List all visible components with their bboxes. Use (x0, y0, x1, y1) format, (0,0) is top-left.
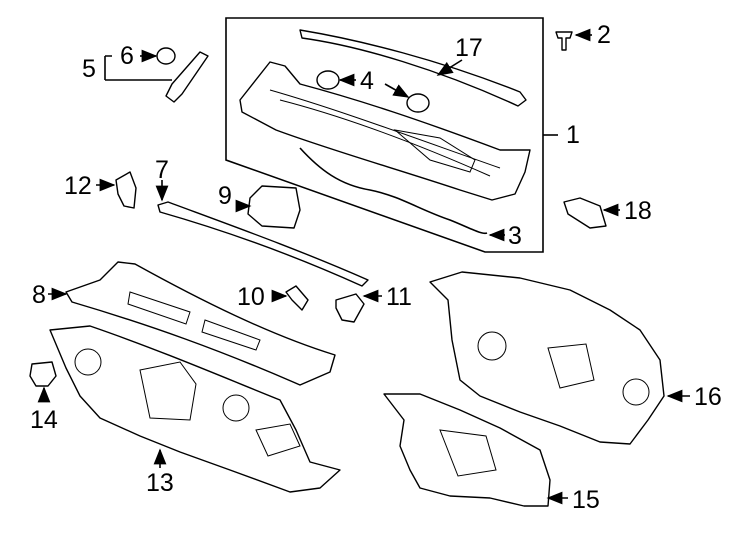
leader-4b (384, 83, 410, 98)
callout-16: 16 (694, 383, 722, 411)
callout-6: 6 (120, 42, 134, 70)
callout-2: 2 (597, 21, 611, 49)
cowl-assembly-inset-box (225, 17, 544, 253)
callout-11: 11 (386, 283, 412, 311)
dash-vent (255, 423, 301, 457)
part-dash-insulator (429, 271, 665, 445)
part-insulator-9 (247, 185, 301, 229)
part-bracket-18 (563, 197, 607, 229)
callout-3: 3 (508, 222, 522, 250)
leader-5 (104, 55, 172, 81)
inner-cutout (439, 429, 497, 477)
callout-13: 13 (146, 469, 174, 497)
dash-cutout (139, 361, 197, 421)
callout-7: 7 (155, 156, 169, 184)
callout-17: 17 (455, 34, 483, 62)
part-clip-10 (285, 285, 309, 311)
insulator-hole-1 (477, 331, 507, 361)
cowl-vent (393, 129, 476, 173)
part-plug-b (406, 93, 430, 113)
cowl-ribs-2 (279, 99, 491, 177)
part-seal-strip (157, 201, 369, 287)
callout-18: 18 (624, 197, 652, 225)
insulator-hole-2 (622, 378, 650, 406)
part-bracket-5 (165, 51, 209, 103)
leader-17 (436, 59, 463, 76)
part-weatherstrip (299, 29, 527, 107)
part-plug-a (316, 70, 340, 90)
callout-14: 14 (30, 406, 58, 434)
callout-1: 1 (566, 121, 580, 149)
insulator-cutout (547, 343, 595, 389)
part-clip-11 (335, 293, 365, 323)
part-inner-insulator (383, 393, 551, 507)
part-bracket-12 (115, 171, 137, 209)
dash-hole-2 (222, 394, 250, 422)
part-washer-hose (299, 147, 488, 235)
part-clip (555, 31, 573, 51)
callout-15: 15 (572, 486, 600, 514)
callout-5: 5 (82, 55, 96, 83)
part-grommet (156, 47, 176, 65)
part-cowl-panel (239, 61, 531, 201)
dash-hole-1 (74, 348, 102, 376)
callout-12: 12 (64, 172, 92, 200)
part-dash-panel (49, 325, 341, 493)
reinforcement-slots (127, 291, 261, 351)
callout-10: 10 (237, 283, 265, 311)
callout-8: 8 (32, 281, 46, 309)
callout-4: 4 (360, 67, 374, 95)
callout-9: 9 (218, 182, 232, 210)
part-clip-14 (29, 361, 57, 387)
